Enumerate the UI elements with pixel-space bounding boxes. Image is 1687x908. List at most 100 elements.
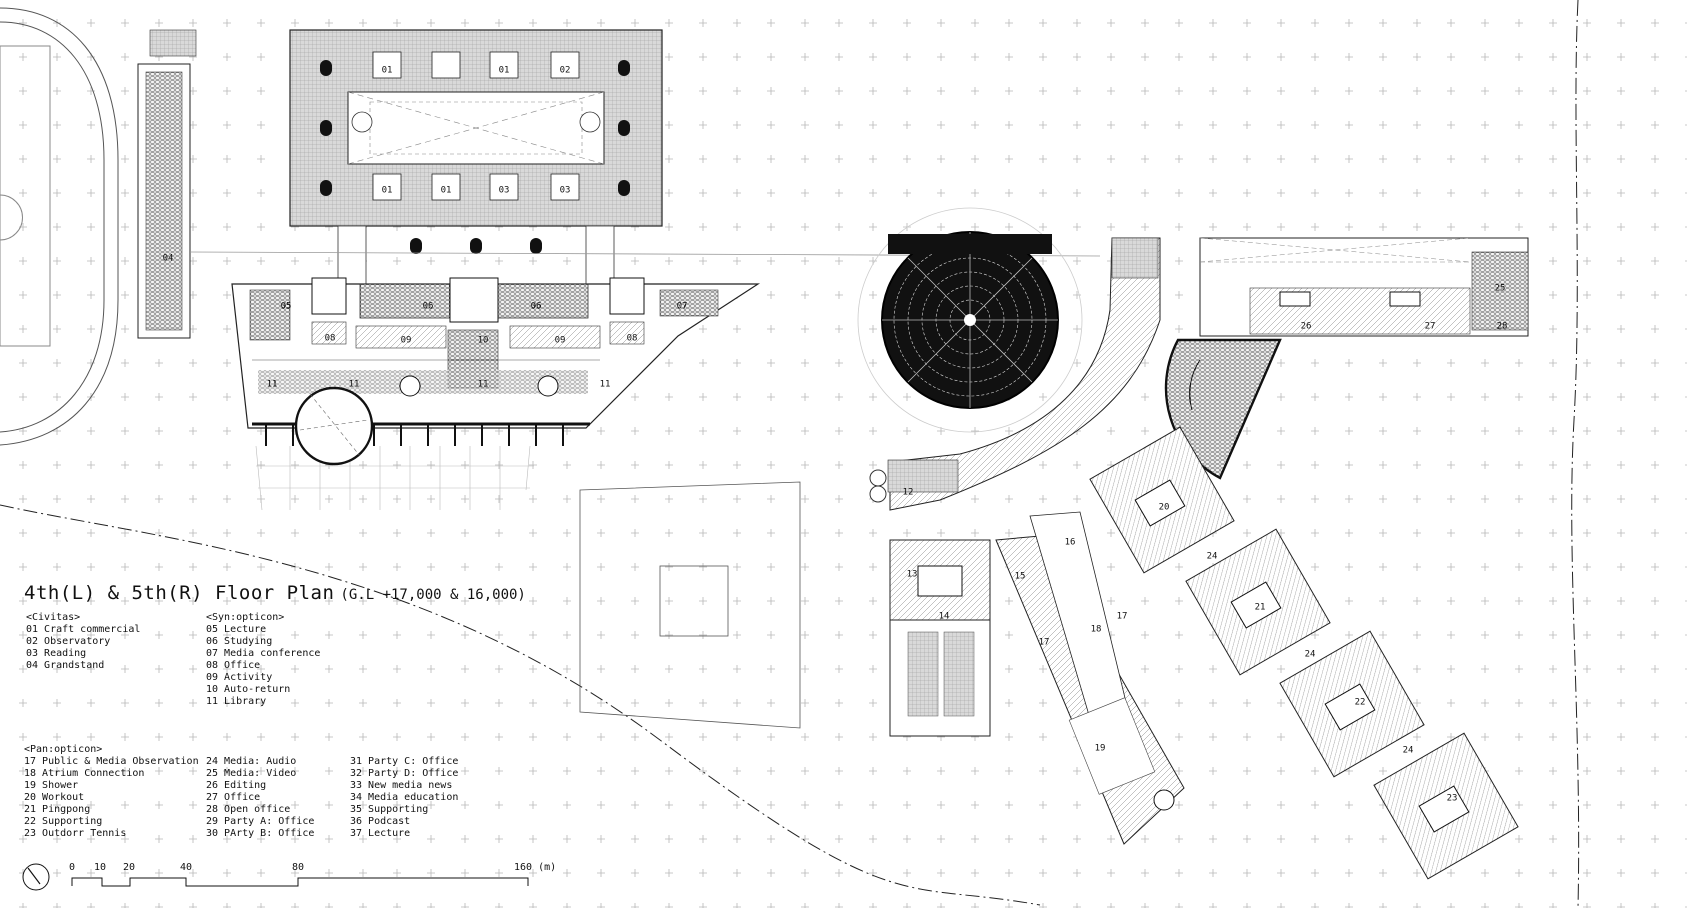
legend-heading: <Civitas> [26,612,81,623]
title-text: 4th(L) & 5th(R) Floor Plan [24,582,335,604]
room-label: 18 [1091,625,1102,635]
legend-panopticon-col1: 17 Public & Media Observation 18 Atrium … [24,756,199,840]
room-label: 23 [1447,794,1458,804]
synopticon-block [231,277,761,511]
room-label: 06 [531,302,542,312]
grandstand-block [137,29,197,339]
scale-label: 10 [94,862,107,873]
legend-item: 27 Office [206,792,261,803]
legend-item: 33 New media news [350,780,453,791]
legend-item: 10 Auto-return [206,684,291,695]
legend-item: 03 Reading [26,648,87,659]
room-label: 25 [1495,284,1506,294]
room-label: 01 [382,66,393,76]
legend-item: 22 Supporting [24,816,103,827]
half-round-hall [1164,338,1282,480]
legend-item: 05 Lecture [206,624,267,635]
subtitle-text: (G.L +17,000 & 16,000) [340,587,526,603]
room-label: 11 [349,380,360,390]
legend-item: 35 Supporting [350,804,429,815]
room-label: 01 [441,186,452,196]
legend-item: 20 Workout [24,792,85,803]
room-label: 11 [478,380,489,390]
room-label: 11 [267,380,278,390]
legend-panopticon-heading: <Pan:opticon> [24,744,102,756]
room-label: 03 [499,186,510,196]
room-label: 12 [903,488,914,498]
legend-item: 02 Observatory [26,636,111,647]
legend-panopticon-col3: 31 Party C: Office 32 Party D: Office 33… [350,756,458,840]
room-label: 16 [1065,538,1076,548]
plan-title: 4th(L) & 5th(R) Floor Plan (G.L +17,000 &… [24,582,526,604]
room-label: 10 [478,336,489,346]
scale-bar [71,877,529,887]
plaza-square [579,481,801,729]
legend-synopticon: <Syn:opticon> 05 Lecture 06 Studying 07 … [206,612,320,708]
room-label: 27 [1425,322,1436,332]
legend-item: 17 Public & Media Observation [24,756,199,767]
room-label: 24 [1305,650,1316,660]
legend-panopticon-col2: 24 Media: Audio 25 Media: Video 26 Editi… [206,756,314,840]
room-label: 08 [325,334,336,344]
legend-item: 09 Activity [206,672,273,683]
legend-item: 19 Shower [24,780,79,791]
room-label: 24 [1207,552,1218,562]
legend-item: 11 Library [206,696,267,707]
scale-label: 0 [69,862,76,873]
room-label: 28 [1497,322,1508,332]
legend-item: 28 Open office [206,804,291,815]
room-label: 09 [555,336,566,346]
north-arrow-icon [22,863,50,891]
room-label: 24 [1403,746,1414,756]
room-label: 06 [423,302,434,312]
legend-heading: <Syn:opticon> [206,612,285,623]
room-label: 01 [382,186,393,196]
legend-item: 37 Lecture [350,828,411,839]
tennis-wing [869,469,991,737]
scale-label: 40 [180,862,193,873]
room-label: 02 [560,66,571,76]
room-label: 03 [560,186,571,196]
room-label: 13 [907,570,918,580]
room-label: 21 [1255,603,1266,613]
legend-item: 26 Editing [206,780,267,791]
legend-item: 34 Media education [350,792,459,803]
running-track [0,7,119,446]
room-label: 17 [1039,638,1050,648]
room-label: 09 [401,336,412,346]
room-label: 15 [1015,572,1026,582]
legend-item: 23 Outdorr Tennis [24,828,127,839]
room-label: 20 [1159,503,1170,513]
legend-civitas: <Civitas> 01 Craft commercial 02 Observa… [26,612,140,672]
room-labels: 01 01 02 01 01 03 03 04 05 06 06 07 08 0… [163,66,1508,804]
civitas-upper-block [289,29,663,285]
room-label: 01 [499,66,510,76]
panopticon-wing-right [1089,426,1519,880]
room-label: 08 [627,334,638,344]
legend-item: 24 Media: Audio [206,756,297,767]
legend-item: 36 Podcast [350,816,411,827]
room-label: 07 [677,302,688,312]
legend-item: 06 Studying [206,636,273,647]
site-boundary [0,0,1580,908]
room-label: 04 [163,254,174,264]
room-label: 22 [1355,698,1366,708]
legend-item: 31 Party C: Office [350,756,459,767]
scale-label: 20 [123,862,136,873]
legend-item: 04 Grandstand [26,660,105,671]
scale-label: 160 (m) [514,862,557,873]
legend-item: 18 Atrium Connection [24,768,145,779]
room-label: 14 [939,612,950,622]
room-label: 05 [281,302,292,312]
legend-item: 01 Craft commercial [26,624,141,635]
legend-item: 07 Media conference [206,648,321,659]
legend-item: 32 Party D: Office [350,768,459,779]
media-block [1199,237,1529,337]
room-label: 19 [1095,744,1106,754]
scale-label: 80 [292,862,305,873]
legend-item: 25 Media: Video [206,768,297,779]
rotunda-auditorium [857,207,1083,433]
room-label: 26 [1301,322,1312,332]
